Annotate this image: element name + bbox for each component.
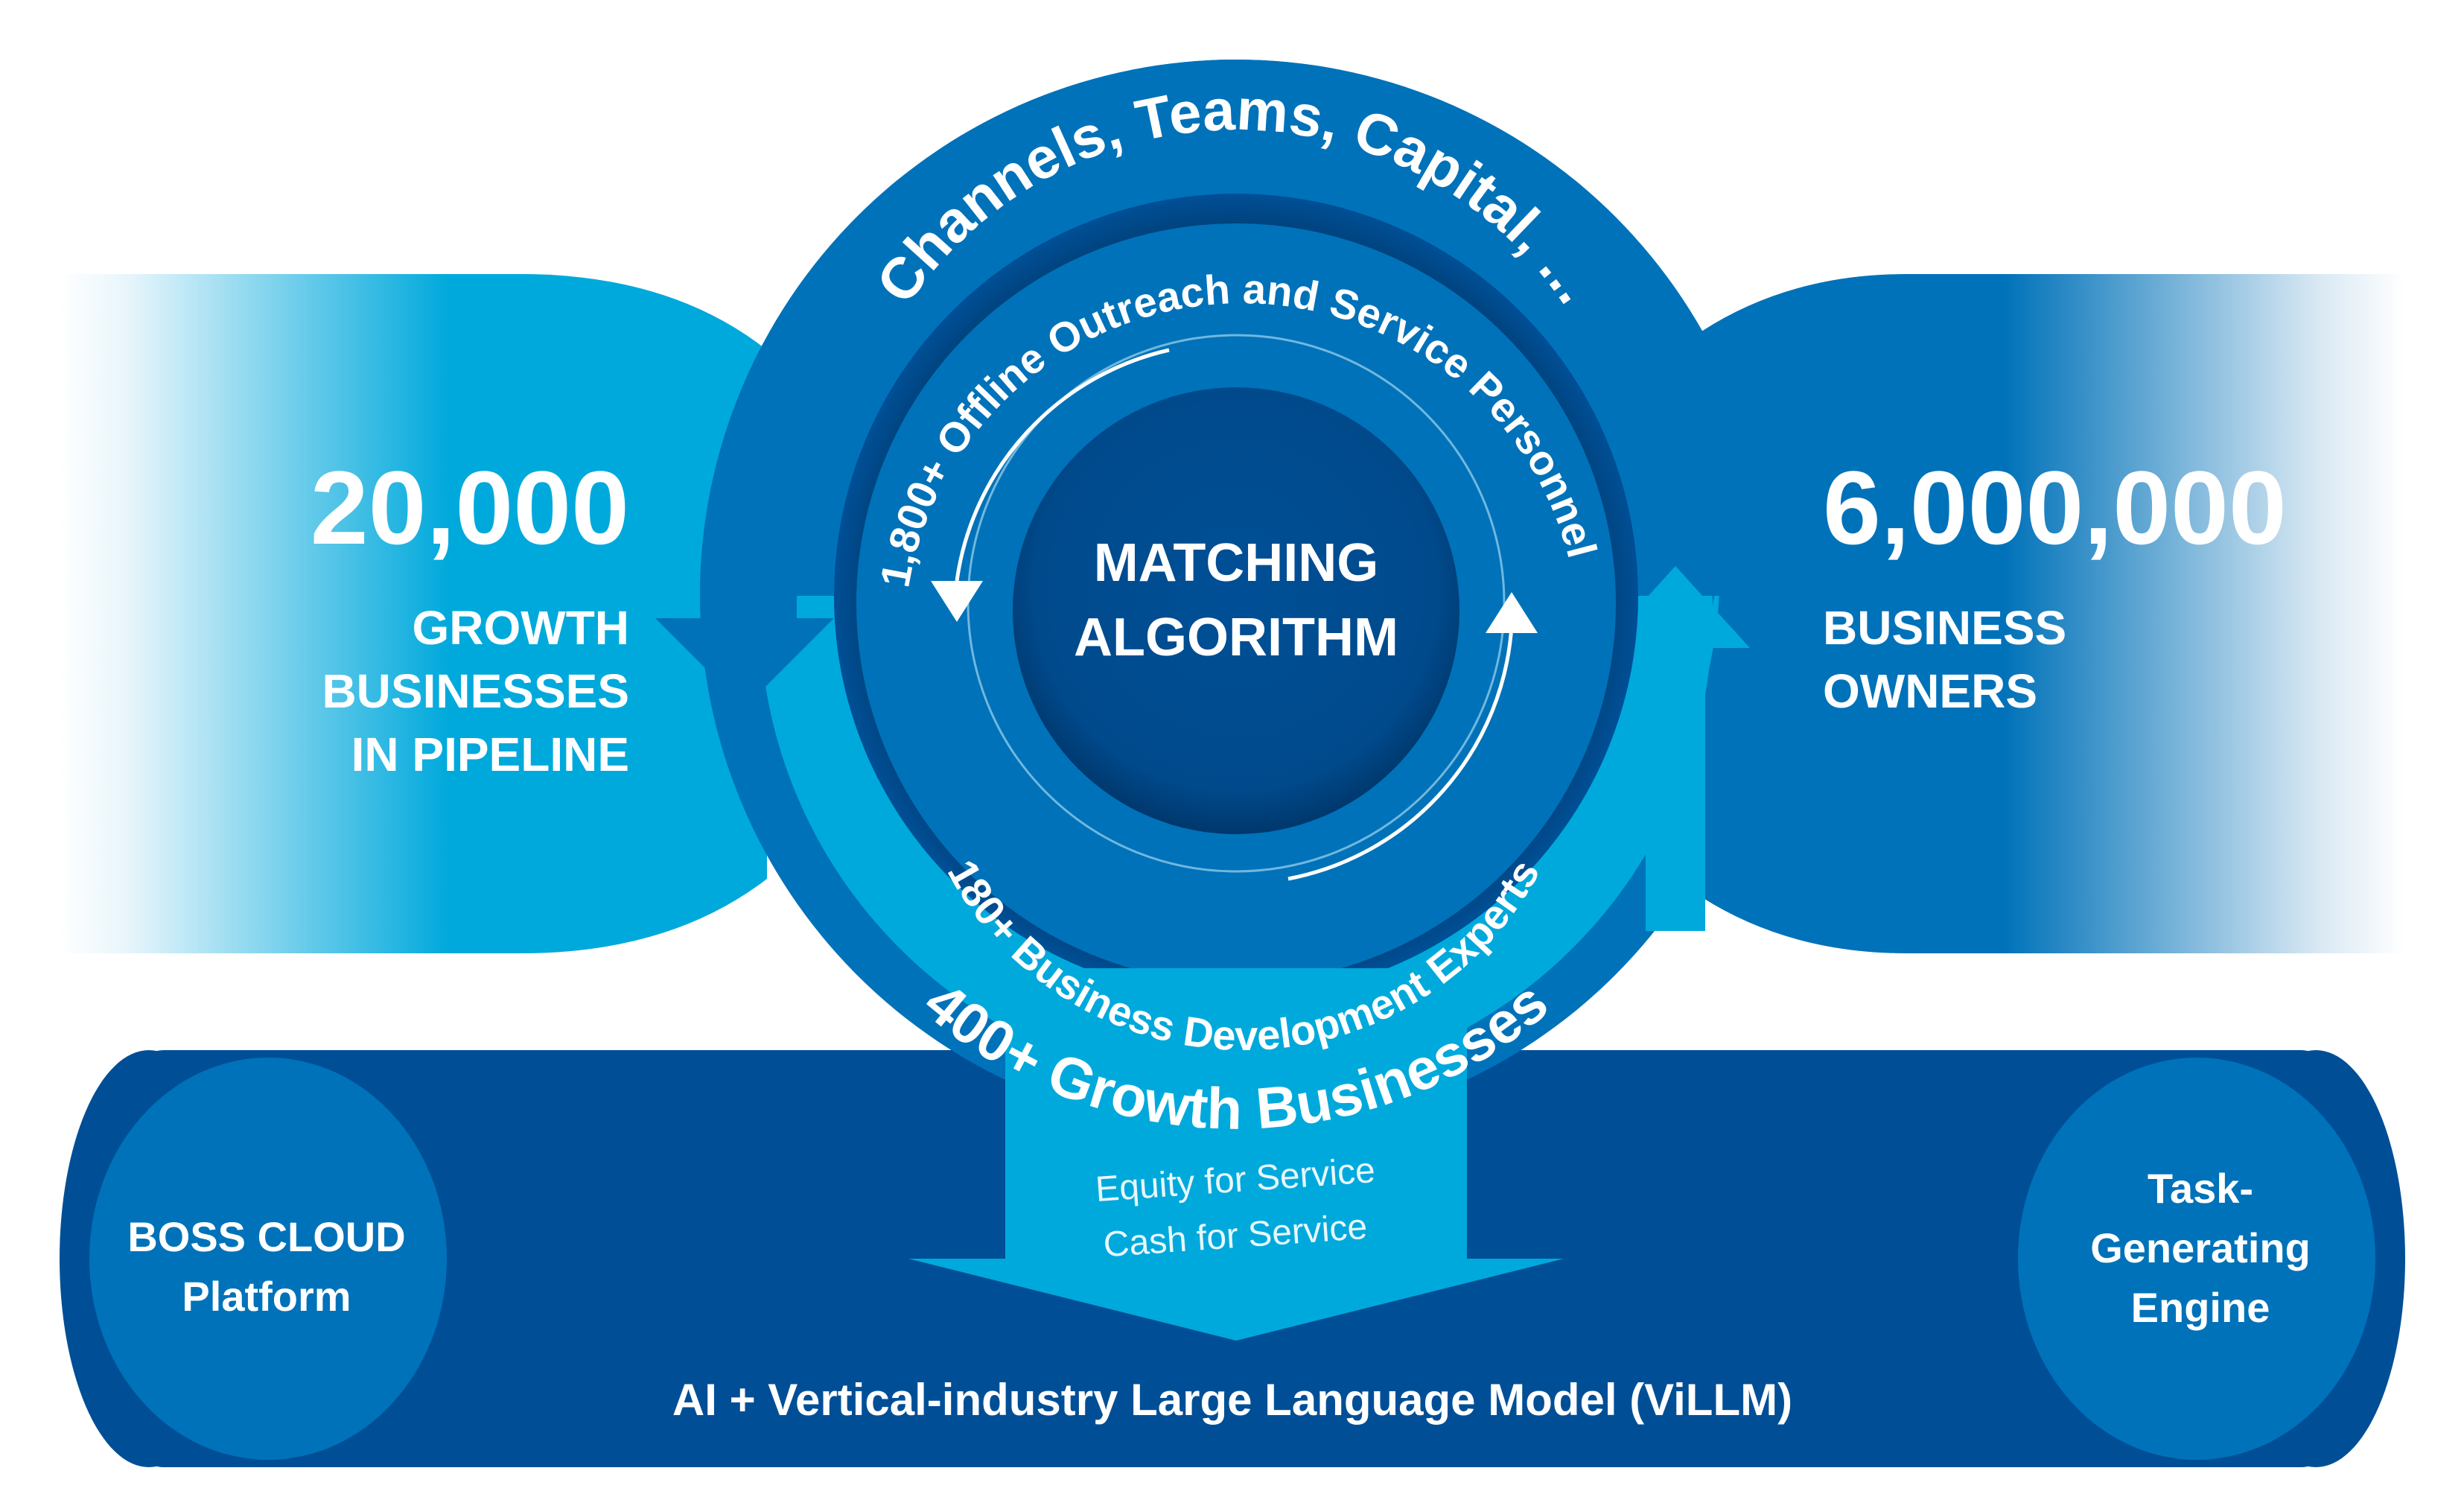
- left-curve-arrow-icon: [955, 348, 1170, 582]
- right-curve-arrow-icon: [1287, 625, 1514, 881]
- villm-title: AI + Vertical-industry Large Language Mo…: [672, 1375, 1792, 1425]
- task-engine-line-1: Task-: [2148, 1165, 2253, 1212]
- left-curve-arrowhead-icon: [931, 581, 983, 622]
- down-arrow-stem: [1005, 968, 1467, 1117]
- center-line-2: ALGORITHM: [1074, 608, 1398, 667]
- outer-ring-upper: [700, 60, 1772, 596]
- center-line-1: MATCHING: [1094, 533, 1379, 593]
- left-panel-number: 20,000: [311, 449, 629, 566]
- right-panel-line-2: OWNERS: [1823, 664, 2037, 718]
- right-up-arrow: [1601, 566, 1750, 931]
- boss-cloud-cap: [89, 1058, 447, 1460]
- left-panel-line-3: IN PIPELINE: [351, 728, 629, 781]
- task-engine-line-3: Engine: [2131, 1284, 2270, 1331]
- task-engine-cap: [2018, 1058, 2375, 1460]
- left-panel-bg: [60, 274, 767, 953]
- boss-cloud-line-1: BOSS CLOUD: [127, 1213, 405, 1260]
- right-panel-line-1: BUSINESS: [1823, 601, 2066, 655]
- boss-cloud-line-2: Platform: [182, 1273, 351, 1320]
- right-curve-arrowhead-icon: [1486, 592, 1538, 633]
- right-panel-bg: [1675, 274, 2404, 953]
- left-panel-line-1: GROWTH: [413, 601, 630, 655]
- down-arrow: [908, 1102, 1564, 1341]
- right-panel-number: 6,000,000: [1823, 449, 2287, 566]
- matching-core: [1013, 387, 1459, 834]
- left-down-arrow: [655, 432, 834, 708]
- left-panel-line-2: BUSINESSES: [322, 664, 629, 718]
- task-engine-line-2: Generating: [2090, 1224, 2311, 1271]
